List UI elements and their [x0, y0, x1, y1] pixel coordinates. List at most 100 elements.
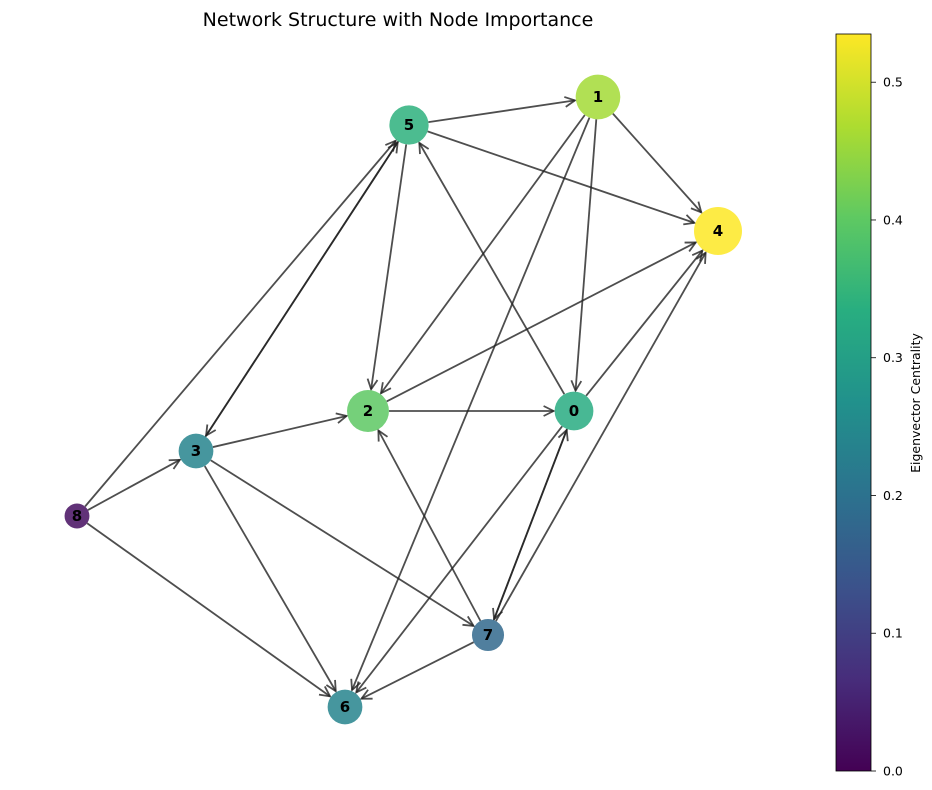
edge-arrowhead [564, 96, 577, 108]
edge-arrowhead [325, 679, 337, 693]
node-label: 5 [404, 116, 414, 134]
edge-1-4 [612, 113, 703, 214]
edge-5-2 [366, 144, 408, 392]
node-6: 6 [327, 689, 363, 725]
edge-arrowhead [168, 458, 182, 470]
edge-arrowhead [691, 248, 704, 262]
edge-0-5 [418, 141, 566, 395]
colorbar-tick-label: 0.1 [883, 626, 903, 641]
node-circle [554, 391, 594, 431]
edge-arrowhead [385, 139, 397, 152]
edge-line [574, 119, 598, 391]
edge-line [612, 113, 702, 213]
edge-0-4 [585, 248, 704, 397]
colorbar-tick-label: 0.0 [883, 764, 903, 779]
edge-line [351, 117, 591, 691]
edge-8-6 [86, 522, 332, 698]
edge-line [370, 144, 408, 390]
edge-7-4 [495, 250, 707, 622]
edge-arrowhead [379, 382, 392, 395]
edge-arrowhead [366, 378, 379, 392]
edge-arrowhead [377, 428, 389, 442]
edge-line [492, 429, 568, 621]
node-circle [327, 689, 363, 725]
edge-line [495, 252, 707, 622]
node-label: 8 [72, 507, 82, 525]
edge-line [212, 415, 347, 448]
edge-line [418, 142, 566, 395]
edge-7-2 [377, 428, 482, 622]
edge-arrowhead [695, 250, 707, 264]
node-0: 0 [554, 391, 594, 431]
edge-3-2 [212, 412, 349, 448]
node-circle [178, 433, 214, 469]
node-label: 6 [340, 698, 350, 716]
edge-line [386, 241, 697, 403]
edge-line [355, 425, 563, 694]
colorbar-tick-label: 0.2 [883, 488, 903, 503]
colorbar: 0.0 0.1 0.2 0.3 0.4 0.5 Eigenvector Centralit… [835, 33, 923, 779]
edge-7-0 [492, 428, 569, 621]
edge-0-6 [355, 425, 563, 695]
edge-arrowhead [690, 201, 703, 214]
edge-line [204, 141, 399, 437]
edge-line [87, 459, 181, 511]
edge-line [203, 465, 337, 692]
node-3: 3 [178, 433, 214, 469]
node-label: 3 [191, 442, 201, 460]
edge-arrowhead [462, 615, 476, 627]
node-label: 7 [483, 626, 493, 644]
edge-2-4 [386, 241, 698, 403]
edge-7-6 [359, 641, 475, 700]
colorbar-tick-label: 0.4 [883, 212, 903, 227]
edge-arrowhead [318, 686, 332, 698]
edge-line [86, 522, 331, 698]
edge-2-0 [388, 405, 556, 417]
edge-line [428, 99, 576, 124]
edge-arrowhead [355, 681, 367, 695]
edges-layer [84, 96, 707, 700]
node-circle [64, 503, 90, 529]
edge-8-3 [87, 458, 182, 511]
node-8: 8 [64, 503, 90, 529]
node-7: 7 [471, 618, 505, 652]
edge-line [361, 641, 475, 700]
colorbar-tick-label: 0.3 [883, 350, 903, 365]
edge-3-6 [203, 465, 337, 693]
edge-arrowhead [543, 405, 556, 417]
node-label: 1 [593, 88, 603, 106]
colorbar-tick-label: 0.5 [883, 75, 903, 90]
edge-arrowhead [335, 412, 349, 424]
node-label: 4 [713, 222, 723, 240]
edge-arrowhead [418, 141, 430, 155]
node-label: 2 [363, 402, 373, 420]
edge-line [84, 140, 397, 508]
chart-title: Network Structure with Node Importance [203, 9, 594, 31]
node-circle [347, 390, 389, 432]
edge-arrowhead [557, 428, 569, 442]
node-4: 4 [694, 207, 742, 255]
node-circle [471, 618, 505, 652]
edge-5-1 [428, 96, 577, 124]
node-2: 2 [347, 390, 389, 432]
node-circle [575, 74, 621, 120]
colorbar-gradient [835, 33, 872, 772]
edge-1-0 [570, 119, 598, 393]
edge-arrowhead [359, 689, 373, 700]
node-1: 1 [575, 74, 621, 120]
node-circle [694, 207, 742, 255]
edge-line [427, 130, 695, 224]
edge-arrowhead [570, 379, 583, 393]
edge-arrowhead [683, 214, 697, 226]
nodes-layer: 0 1 2 3 4 5 6 7 8 [64, 74, 742, 725]
node-5: 5 [389, 105, 429, 145]
edge-arrowhead [684, 241, 698, 252]
colorbar-label: Eigenvector Centrality [908, 332, 923, 472]
edge-8-5 [84, 139, 397, 508]
edge-line [377, 429, 482, 622]
edge-5-4 [427, 130, 697, 226]
node-circle [389, 105, 429, 145]
edge-line [585, 249, 704, 397]
node-label: 0 [569, 402, 579, 420]
